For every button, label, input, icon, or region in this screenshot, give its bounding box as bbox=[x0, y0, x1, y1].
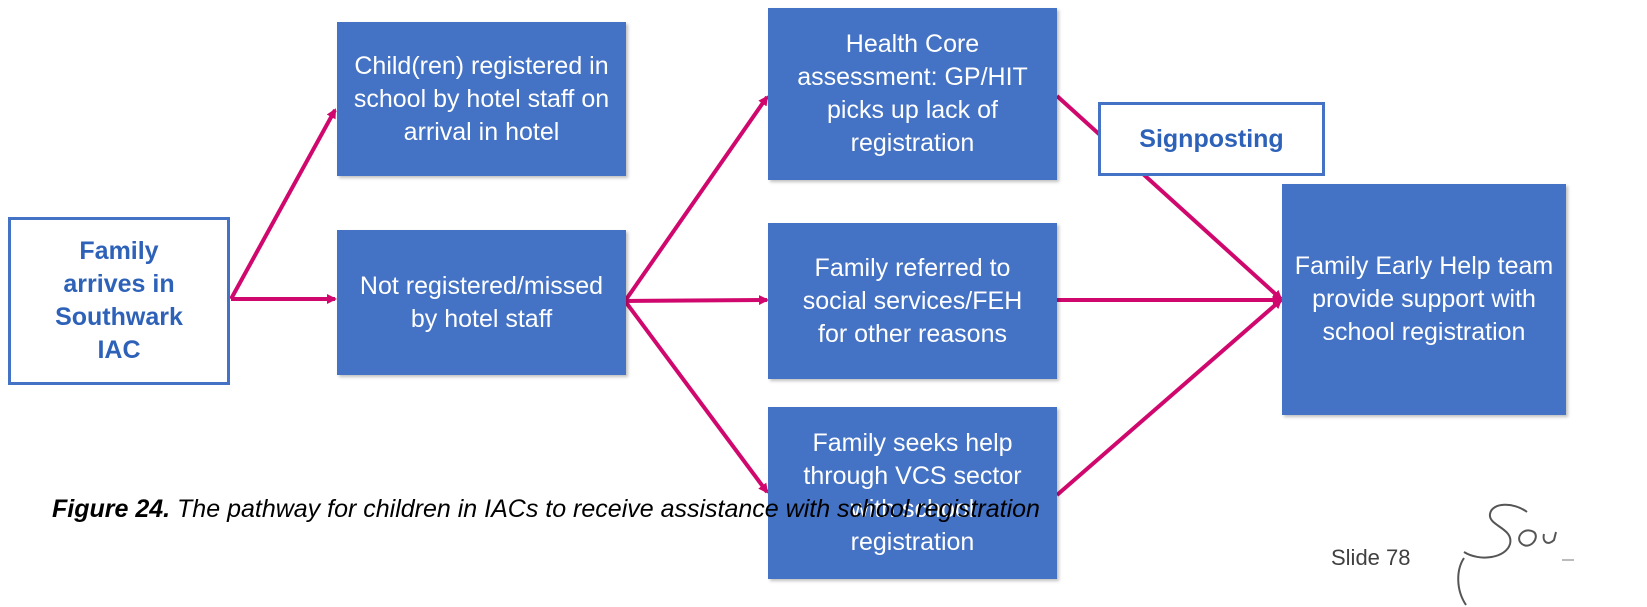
figure-caption-label: Figure 24. bbox=[52, 495, 171, 523]
arrow-arrives-to-registered bbox=[229, 108, 337, 300]
arrow-health-to-feh bbox=[1055, 94, 1283, 301]
node-family-arrives: Family arrives in Southwark IAC bbox=[8, 217, 230, 385]
node-vcs-help: Family seeks help through VCS sector wit… bbox=[768, 407, 1057, 579]
arrow-vcs-to-feh bbox=[1055, 298, 1283, 497]
figure-caption-text: The pathway for children in IACs to rece… bbox=[170, 495, 1040, 523]
node-health-core: Health Core assessment: GP/HIT picks up … bbox=[768, 8, 1057, 180]
southwark-logo-icon bbox=[1457, 503, 1574, 606]
node-feh-support: Family Early Help team provide support w… bbox=[1282, 184, 1566, 415]
node-signposting: Signposting bbox=[1098, 102, 1325, 176]
node-not-registered: Not registered/missed by hotel staff bbox=[337, 230, 626, 375]
arrow-not-registered-to-vcs bbox=[623, 299, 769, 494]
arrow-not-registered-to-referred bbox=[624, 295, 769, 306]
node-referred-social: Family referred to social services/FEH f… bbox=[768, 223, 1057, 379]
figure-caption: Figure 24. The pathway for children in I… bbox=[52, 493, 1040, 526]
slide-number: Slide 78 bbox=[1331, 545, 1411, 570]
node-registered-by-hotel: Child(ren) registered in school by hotel… bbox=[337, 22, 626, 176]
arrow-not-registered-to-health bbox=[623, 95, 769, 303]
